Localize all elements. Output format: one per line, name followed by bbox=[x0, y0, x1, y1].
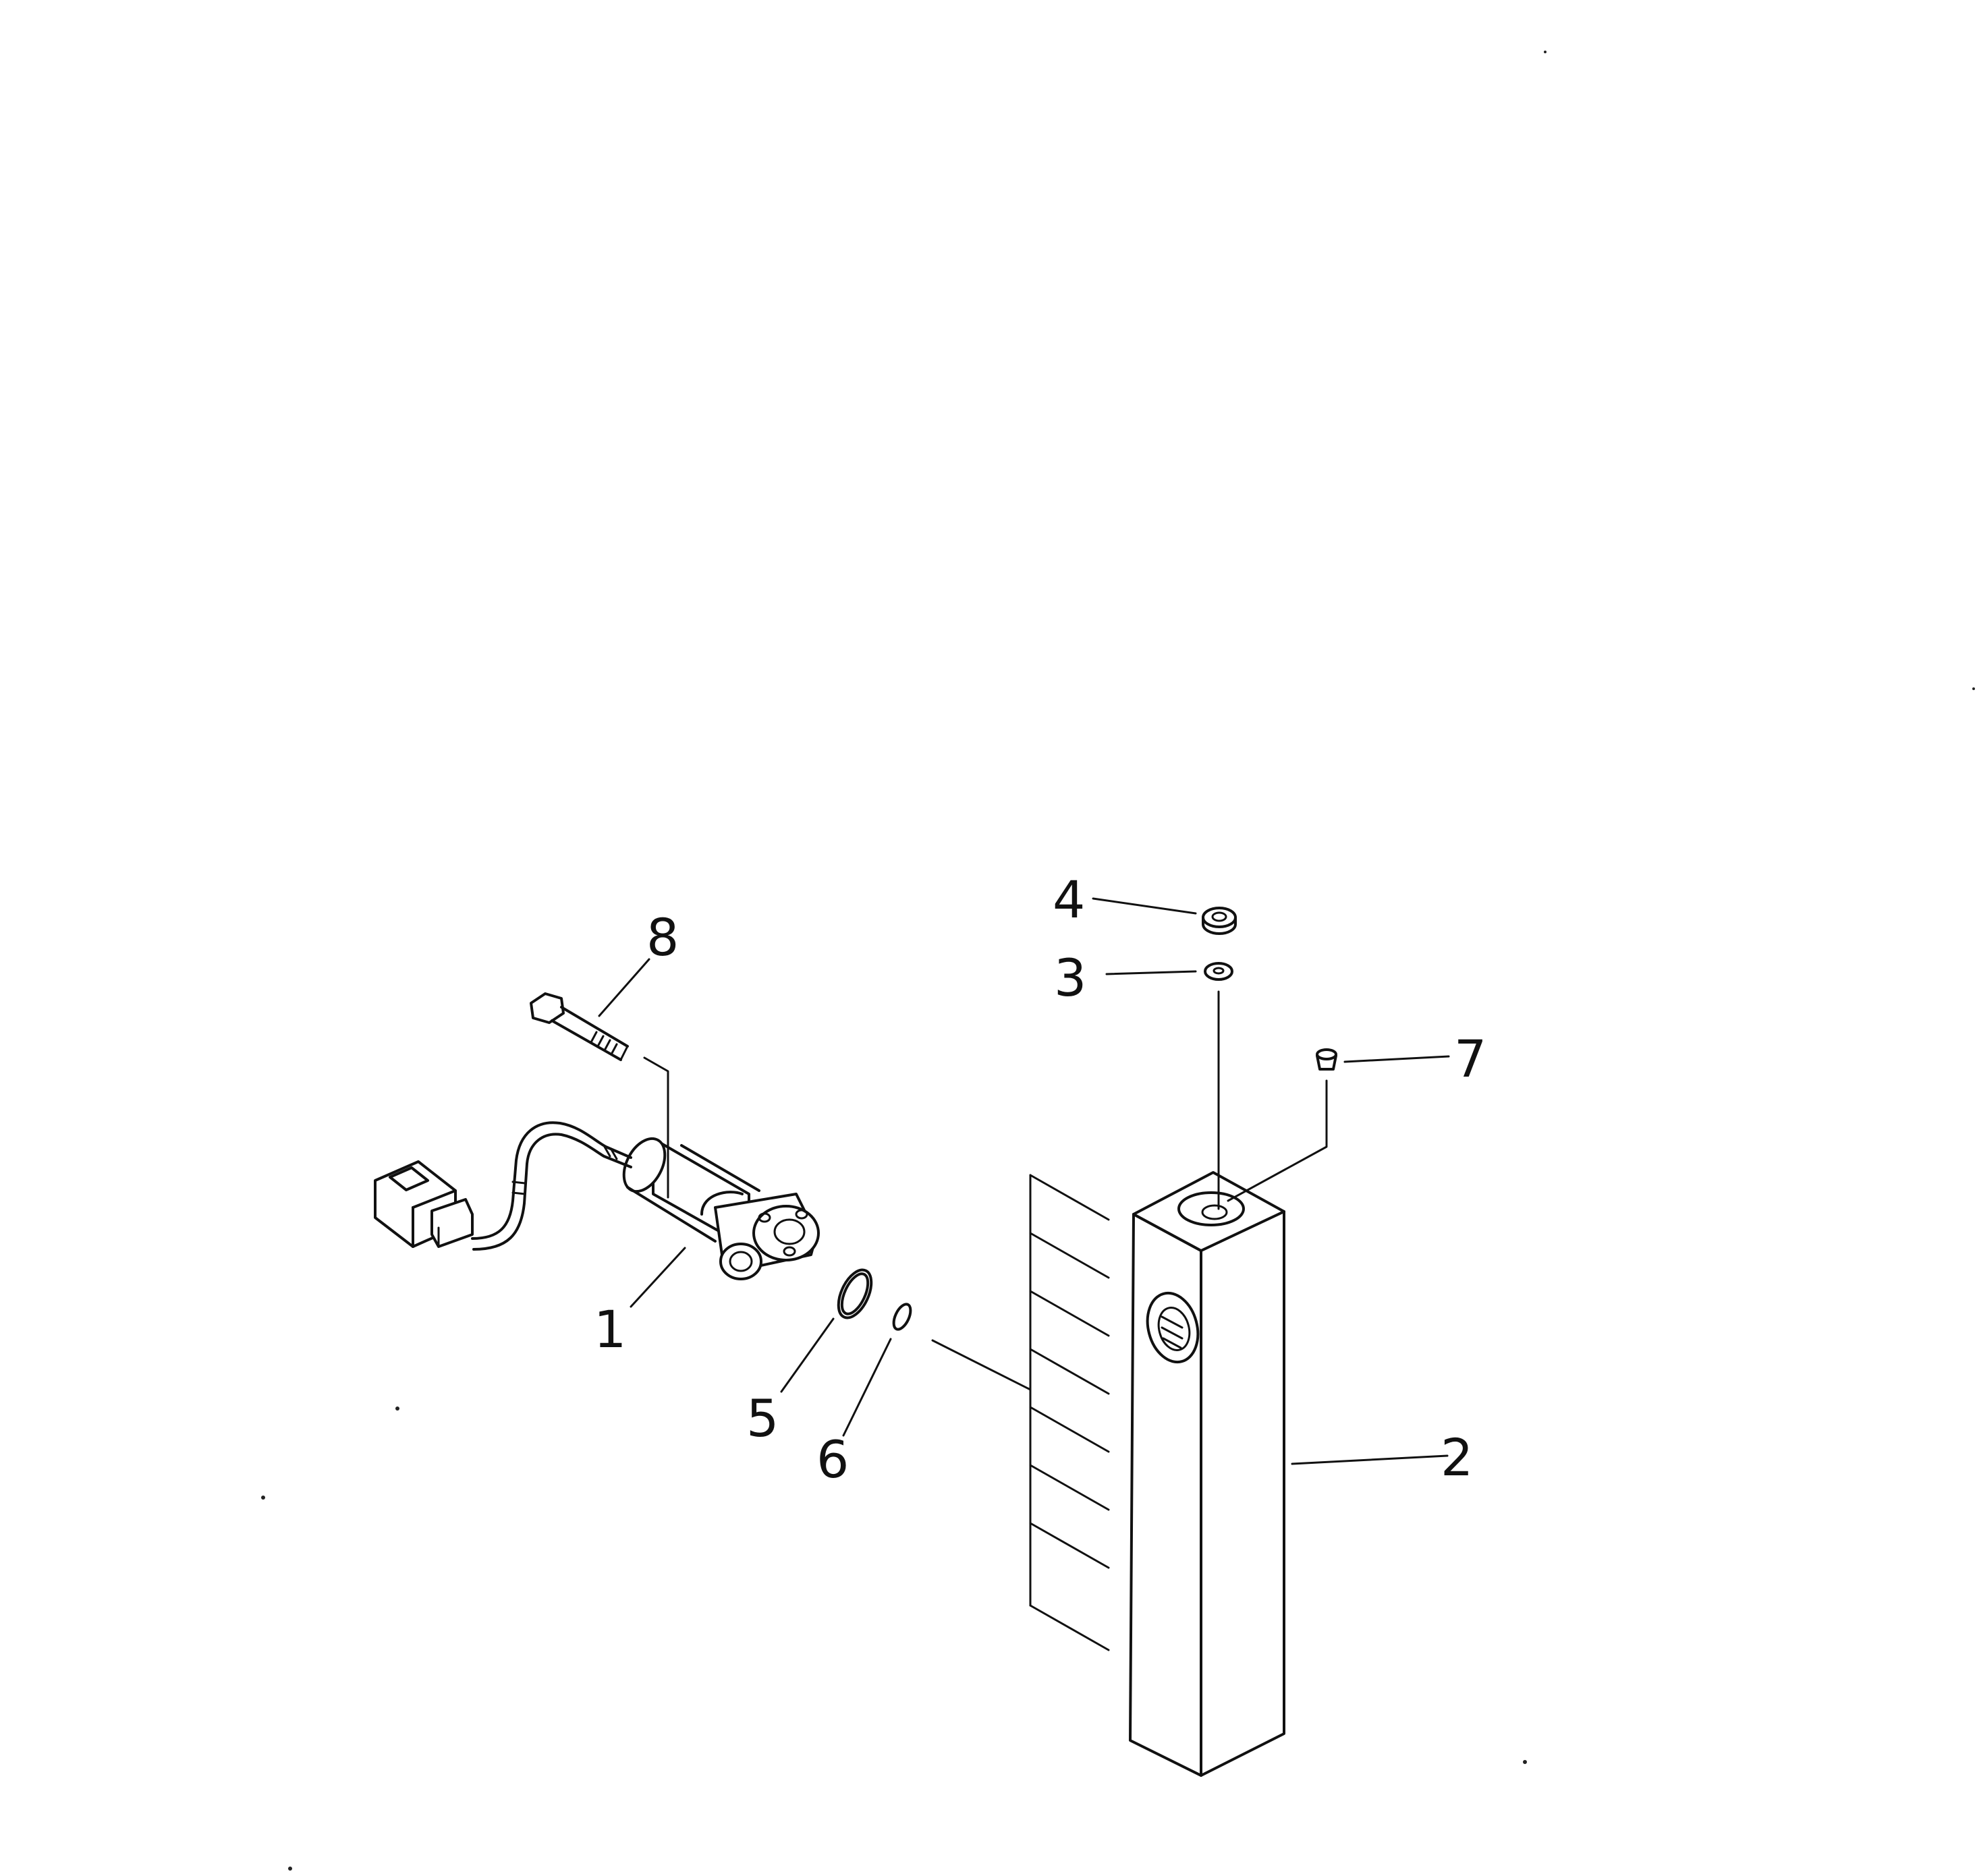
nut-part-4 bbox=[1202, 907, 1237, 935]
callout-8: 8 bbox=[646, 907, 679, 967]
bolt-part-8 bbox=[530, 992, 629, 1061]
valve-block-part-2 bbox=[1129, 1171, 1285, 1777]
plug-part-7 bbox=[1316, 1048, 1337, 1071]
scan-specks bbox=[261, 51, 1975, 1871]
callout-6: 6 bbox=[816, 1429, 849, 1489]
callout-2: 2 bbox=[1441, 1427, 1473, 1487]
washer-part-3 bbox=[1204, 962, 1233, 981]
stacked-valve-sections bbox=[1029, 1174, 1110, 1651]
leader-lines bbox=[598, 897, 1450, 1465]
callout-5: 5 bbox=[746, 1388, 779, 1448]
o-ring-part-5 bbox=[837, 1268, 873, 1319]
o-ring-part-6 bbox=[892, 1303, 912, 1331]
solenoid-valve-part-1 bbox=[374, 1121, 820, 1280]
callout-1: 1 bbox=[594, 1299, 626, 1359]
callout-3: 3 bbox=[1054, 948, 1086, 1008]
callout-7: 7 bbox=[1454, 1029, 1486, 1089]
callout-labels: 8 1 5 6 4 3 7 2 bbox=[594, 870, 1486, 1489]
callout-4: 4 bbox=[1053, 870, 1085, 930]
